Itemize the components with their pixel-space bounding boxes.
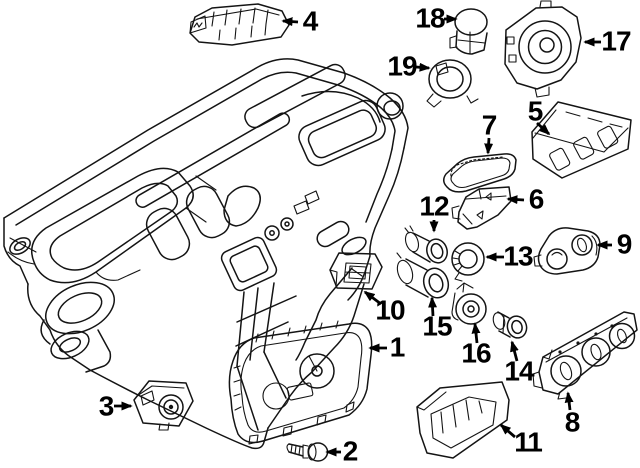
callout-arrow-5 xyxy=(536,121,551,136)
callout-arrow-11 xyxy=(499,423,516,439)
part-9-switch-panel-art xyxy=(533,227,601,275)
callout-arrow-14 xyxy=(510,340,519,362)
part-8-heater-control-art xyxy=(532,311,638,400)
part-15-lighter-socket-art xyxy=(396,252,450,299)
callout-arrow-10 xyxy=(363,290,382,306)
callout-arrow-8 xyxy=(564,391,574,411)
part-19-immobilizer-ring-art xyxy=(426,59,479,108)
callout-arrow-16 xyxy=(471,322,481,344)
callout-arrow-15 xyxy=(428,296,438,317)
dashboard-panel-art xyxy=(3,58,409,450)
part-17-ignition-switch-art xyxy=(504,0,582,98)
part-7-bezel-ring-art xyxy=(443,153,517,193)
part-12-outlet-socket-art xyxy=(404,225,448,264)
part-11-lower-switch-bank-art xyxy=(416,381,510,459)
part-6-bracket-art xyxy=(451,186,512,230)
callout-arrow-19 xyxy=(415,62,431,72)
callout-arrow-7 xyxy=(484,137,494,155)
part-5-switch-bank-art xyxy=(531,101,632,179)
part-3-headlamp-switch-art xyxy=(133,380,194,431)
part-10-rocker-switch-art xyxy=(329,252,383,290)
callout-arrow-4 xyxy=(281,17,299,27)
part-16-socket-retainer-art xyxy=(451,282,487,325)
part-13-socket-bezel-art xyxy=(451,242,485,282)
callout-arrow-6 xyxy=(506,195,525,205)
part-14-lighter-element-art xyxy=(492,311,528,339)
part-1-instrument-cluster-art xyxy=(228,320,373,445)
